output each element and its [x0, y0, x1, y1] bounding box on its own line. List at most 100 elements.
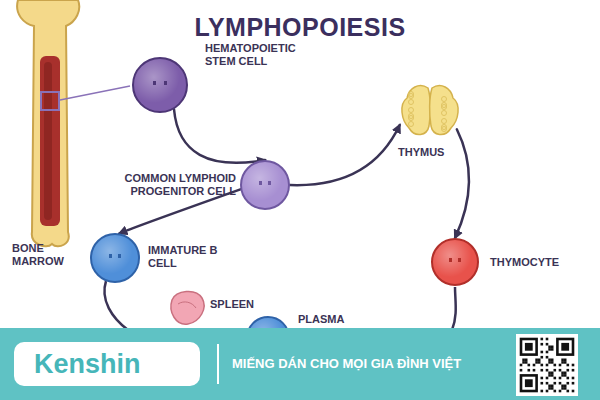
qr-module: [541, 364, 544, 367]
qr-module: [541, 377, 544, 380]
qr-module: [559, 364, 562, 367]
qr-module: [541, 382, 544, 385]
qr-module: [541, 356, 544, 359]
thymus-texture: [442, 111, 447, 116]
qr-module: [546, 351, 549, 354]
bone-illustration: [17, 0, 130, 246]
qr-module: [525, 359, 528, 362]
qr-module: [572, 377, 575, 380]
cell-face: [259, 181, 272, 185]
qr-module: [520, 369, 523, 372]
cell-circle: [90, 233, 140, 283]
qr-module: [548, 374, 551, 377]
qr-module: [548, 372, 551, 375]
qr-module: [548, 348, 551, 351]
qr-module: [559, 377, 562, 380]
thymus-texture: [442, 97, 447, 102]
qr-module: [548, 361, 551, 364]
qr-module: [541, 390, 544, 393]
qr-finder: [561, 343, 569, 351]
qr-finder: [559, 340, 572, 353]
qr-module: [533, 369, 536, 372]
thymus-lobe: [430, 86, 458, 135]
qr-module: [572, 369, 575, 372]
flow-arrow: [174, 109, 265, 163]
cell-label: HEMATOPOIETIC STEM CELL: [205, 42, 317, 68]
qr-finder: [520, 374, 538, 392]
brand-logo: Kenshin: [34, 348, 194, 380]
qr-module: [528, 369, 531, 372]
qr-module: [541, 351, 544, 354]
qr-module: [551, 346, 554, 349]
cell-label: COMMON LYMPHOID PROGENITOR CELL: [112, 172, 236, 198]
qr-module: [554, 390, 557, 393]
thymus-texture: [442, 105, 447, 110]
qr-finder: [525, 343, 533, 351]
qr-module: [548, 346, 551, 349]
cell-node: COMMON LYMPHOID PROGENITOR CELL: [240, 160, 290, 210]
qr-module: [554, 382, 557, 385]
diagram-title: LYMPHOPOIESIS: [0, 12, 600, 42]
flow-arrow: [290, 125, 400, 185]
qr-module: [551, 348, 554, 351]
flow-line: [452, 287, 456, 330]
qr-finder: [522, 340, 535, 353]
thymus-illustration: [395, 80, 465, 140]
qr-module: [551, 372, 554, 375]
qr-module: [551, 361, 554, 364]
qr-module: [564, 385, 567, 388]
cell-face: [109, 254, 122, 258]
qr-module: [535, 359, 538, 362]
flow-arrow: [455, 129, 469, 238]
qr-module: [564, 387, 567, 390]
cell-circle: [431, 238, 479, 286]
qr-module: [554, 377, 557, 380]
qr-finder: [525, 379, 533, 387]
qr-module: [546, 338, 549, 341]
qr-module: [551, 359, 554, 362]
qr-module: [538, 359, 541, 362]
qr-module: [546, 390, 549, 393]
qr-module: [554, 369, 557, 372]
thymus-texture: [409, 122, 414, 127]
qr-module: [548, 359, 551, 362]
qr-module: [551, 385, 554, 388]
cell-face: [449, 258, 461, 262]
qr-module: [551, 374, 554, 377]
cell-circle: [240, 160, 290, 210]
qr-module: [546, 356, 549, 359]
qr-module: [551, 387, 554, 390]
qr-finder: [522, 377, 535, 390]
qr-module: [533, 364, 536, 367]
qr-module: [546, 377, 549, 380]
cell-label: PLASMA: [298, 313, 368, 326]
qr-module: [567, 390, 570, 393]
qr-module: [541, 338, 544, 341]
part-label: SPLEEN: [210, 298, 280, 311]
divider: [217, 344, 219, 384]
qr-module: [522, 359, 525, 362]
cell-label: THYMOCYTE: [490, 256, 580, 269]
cell-node: HEMATOPOIETIC STEM CELL: [132, 57, 188, 113]
qr-module: [535, 361, 538, 364]
qr-module: [546, 343, 549, 346]
thymus-texture: [409, 94, 414, 99]
qr-module: [564, 372, 567, 375]
spleen-illustration: [171, 291, 204, 324]
qr-module: [538, 361, 541, 364]
qr-module: [548, 385, 551, 388]
qr-module: [561, 385, 564, 388]
qr-finder: [556, 338, 574, 356]
qr-module: [520, 364, 523, 367]
qr-module: [528, 364, 531, 367]
qr-module: [564, 359, 567, 362]
qr-module: [561, 372, 564, 375]
qr-module: [546, 364, 549, 367]
qr-module: [572, 390, 575, 393]
cell-node: IMMATURE B CELL: [90, 233, 140, 283]
cell-label: THYMUS: [398, 146, 458, 159]
qr-code: [516, 334, 578, 396]
qr-module: [554, 364, 557, 367]
brand-banner: KenshinMIẾNG DÁN CHO MỌI GIA ĐÌNH VIỆT: [0, 328, 600, 400]
qr-module: [541, 369, 544, 372]
